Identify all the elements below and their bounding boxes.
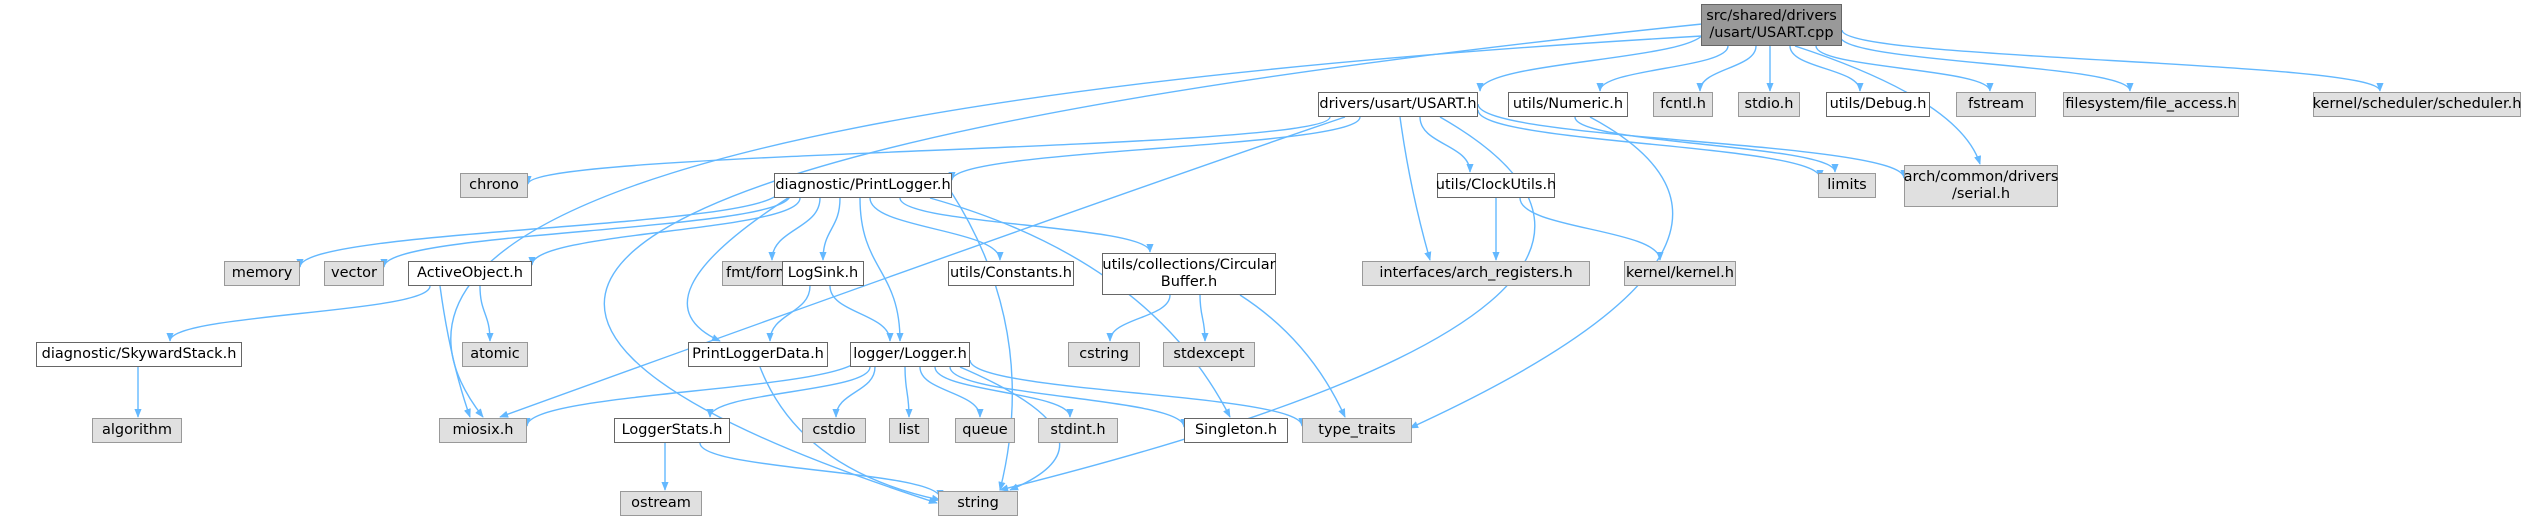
edge-usart_h-to-limits (1477, 109, 1824, 179)
edge-activeobject-to-miosix (439, 285, 471, 418)
edge-printlogger-to-vector (380, 194, 791, 268)
node-cstring: cstring (1068, 342, 1140, 367)
node-activeobject-h[interactable]: ActiveObject.h (408, 261, 532, 286)
edge-logsink-to-logger (829, 285, 894, 342)
edge-root-to-fstream (1815, 45, 1994, 92)
node-string: string (938, 491, 1018, 516)
node-singleton-h[interactable]: Singleton.h (1184, 418, 1288, 443)
node-list: list (889, 418, 929, 443)
edge-clockutils-to-kernel (1519, 197, 1664, 261)
edge-usart_h-to-printlogger (948, 116, 1361, 181)
node-stdexcept: stdexcept (1163, 342, 1255, 367)
edge-printlogger-to-fmt (768, 197, 821, 261)
node-printloggerdata-h[interactable]: PrintLoggerData.h (688, 342, 828, 367)
edge-circularbuffer-to-cstring (1106, 294, 1171, 342)
node-debug-h[interactable]: utils/Debug.h (1826, 92, 1930, 117)
node-miosix-h: miosix.h (439, 418, 527, 443)
edge-logger-to-cstdio (832, 366, 876, 418)
node-printlogger-h[interactable]: diagnostic/PrintLogger.h (774, 173, 952, 198)
edge-logger-to-stdint (934, 366, 1074, 418)
edge-numeric-to-limits (1574, 116, 1839, 173)
node-serial-h: arch/common/drivers /serial.h (1904, 165, 2058, 207)
node-fstream: fstream (1956, 92, 2036, 117)
edge-logger-to-miosix (523, 355, 861, 427)
edge-printlogger-to-string (949, 189, 1013, 491)
edge-circularbuffer-to-stdexcept (1199, 294, 1209, 342)
node-algorithm: algorithm (92, 418, 182, 443)
node-file-access-h: filesystem/file_access.h (2063, 92, 2239, 117)
edge-logger-to-list (904, 366, 913, 418)
node-queue: queue (955, 418, 1015, 443)
edge-root-to-scheduler (1841, 29, 2384, 92)
edge-printlogger-to-printloggerdata (686, 197, 789, 342)
node-scheduler-h: kernel/scheduler/scheduler.h (2313, 92, 2521, 117)
node-logger-h[interactable]: logger/Logger.h (850, 342, 970, 367)
node-skywardstack-h[interactable]: diagnostic/SkywardStack.h (36, 342, 242, 367)
node-loggerstats-h[interactable]: LoggerStats.h (614, 418, 730, 443)
node-clockutils-h[interactable]: utils/ClockUtils.h (1436, 173, 1556, 198)
node-kernel-h: kernel/kernel.h (1624, 261, 1736, 286)
edge-usart_h-to-arch_registers (1399, 116, 1432, 261)
node-stdio-h: stdio.h (1738, 92, 1800, 117)
node-logsink-h[interactable]: LogSink.h (782, 261, 864, 286)
node-arch-registers-h: interfaces/arch_registers.h (1362, 261, 1590, 286)
node-fcntl-h: fcntl.h (1653, 92, 1713, 117)
edge-logger-to-singleton (949, 366, 1188, 428)
edge-root-to-numeric (1596, 45, 1729, 92)
edge-root-to-fcntl (1696, 45, 1757, 92)
node-usart-cpp: src/shared/drivers /usart/USART.cpp (1701, 4, 1842, 46)
edge-usart_h-to-serial (1477, 103, 1908, 179)
edge-printlogger-to-logger (859, 197, 904, 342)
node-cstdio: cstdio (802, 418, 866, 443)
edge-usart_h-to-chrono (524, 116, 1331, 185)
edge-usart_h-to-clockutils (1419, 116, 1474, 173)
edge-logger-to-type_traits (969, 359, 1306, 427)
edge-logsink-to-printloggerdata (766, 285, 811, 342)
node-usart-h[interactable]: drivers/usart/USART.h (1318, 92, 1478, 117)
edge-logger-to-loggerstats (706, 366, 871, 418)
node-constants-h[interactable]: utils/Constants.h (948, 261, 1074, 286)
edge-printlogger-to-circularbuffer (899, 197, 1154, 253)
node-type-traits: type_traits (1302, 418, 1412, 443)
edge-root-to-debug (1789, 45, 1864, 92)
edge-activeobject-to-skyward (166, 285, 431, 342)
node-limits: limits (1818, 173, 1876, 198)
node-memory: memory (224, 261, 300, 286)
edge-activeobject-to-atomic (479, 285, 494, 342)
node-ostream: ostream (620, 491, 702, 516)
edge-circularbuffer-to-type_traits (1239, 294, 1346, 418)
node-numeric-h[interactable]: utils/Numeric.h (1508, 92, 1628, 117)
edge-root-to-miosix (450, 35, 1703, 418)
edge-printlogger-to-activeobject (528, 197, 801, 266)
node-circularbuffer-h[interactable]: utils/collections/Circular Buffer.h (1102, 253, 1276, 295)
node-chrono: chrono (460, 173, 528, 198)
edge-loggerstats-to-string (699, 442, 944, 499)
edge-printloggerdata-to-string (759, 366, 941, 502)
node-stdint-h: stdint.h (1038, 418, 1118, 443)
edge-printlogger-to-logsink (819, 197, 841, 261)
edge-printlogger-to-constants (869, 197, 1004, 261)
edge-logger-to-queue (919, 366, 984, 418)
edge-root-to-usart_h (1476, 29, 1706, 92)
edge-root-to-file_access (1839, 35, 2134, 92)
node-atomic: atomic (462, 342, 528, 367)
edge-printlogger-to-memory (296, 189, 781, 268)
node-vector: vector (324, 261, 384, 286)
edge-usart_h-to-miosix (499, 116, 1346, 418)
